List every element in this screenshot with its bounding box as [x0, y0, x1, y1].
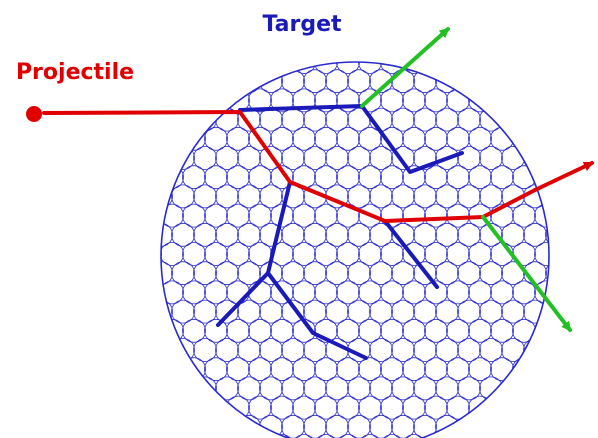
- lattice-atom: [359, 435, 382, 438]
- projectile-path: [44, 112, 592, 221]
- lattice-atom: [183, 358, 206, 381]
- recoil-path-middle: [385, 221, 437, 287]
- lattice-atom: [293, 435, 316, 438]
- ejected-arrow-top: [362, 29, 448, 106]
- recoil-path-upper: [240, 106, 462, 172]
- scattered-arrow: [535, 163, 592, 190]
- ejected-atoms: [362, 29, 570, 330]
- projectile-dot: [26, 106, 42, 122]
- target-label: Target: [262, 12, 342, 37]
- lattice-atom: [139, 243, 162, 266]
- lattice-atom: [513, 358, 536, 381]
- lattice-atom: [524, 339, 547, 362]
- lattice-atom: [315, 435, 338, 438]
- lattice-atom: [469, 396, 492, 419]
- ejected-arrow-bottom: [483, 217, 570, 330]
- projectile-label: Projectile: [16, 60, 134, 85]
- lattice-atom: [337, 435, 360, 438]
- lattice-atom: [381, 435, 404, 438]
